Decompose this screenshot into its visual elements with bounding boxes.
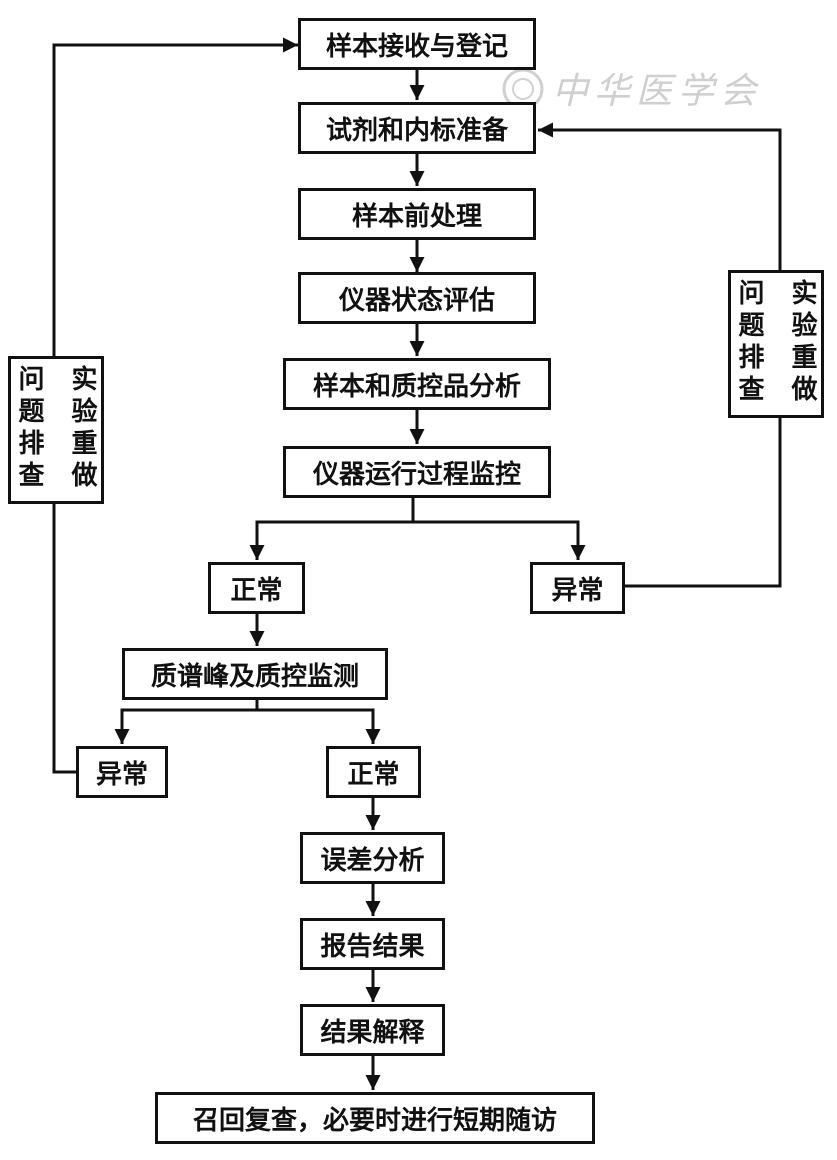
line-abnormal-left-loop xyxy=(52,502,76,774)
step-reagent: 试剂和内标准备 xyxy=(298,102,536,154)
state-abnormal-1: 异常 xyxy=(530,562,625,614)
watermark-text: 中华医学会 xyxy=(552,71,763,112)
step-run-monitor: 仪器运行过程监控 xyxy=(283,446,551,498)
loop-left-redo: 实验重做 xyxy=(67,365,97,493)
arrow-right-loop-reagent xyxy=(538,122,782,270)
arrow-msqc-abnormal xyxy=(114,698,259,744)
state-normal-1: 正常 xyxy=(208,562,305,614)
state-abnormal-2: 异常 xyxy=(76,746,168,798)
loop-right-redo: 实验重做 xyxy=(787,279,817,407)
loop-right-troubleshoot: 问题排查 xyxy=(734,279,764,407)
step-pretreat: 样本前处理 xyxy=(298,188,536,240)
line-abnormal-right-loop xyxy=(623,416,782,588)
step-sample-qc: 样本和质控品分析 xyxy=(283,358,551,410)
step-recall: 召回复查，必要时进行短期随访 xyxy=(155,1092,595,1144)
step-report: 报告结果 xyxy=(300,918,445,970)
step-error-analysis: 误差分析 xyxy=(300,832,445,884)
arrow-left-loop-receive xyxy=(52,37,298,356)
step-receive: 样本接收与登记 xyxy=(298,18,536,70)
step-instrument-eval: 仪器状态评估 xyxy=(298,272,536,324)
loop-left-label: 实验重做 问题排查 xyxy=(8,356,104,504)
arrow-msqc-normal xyxy=(257,708,381,744)
arrow-monitor-normal xyxy=(249,495,415,560)
loop-right-label: 实验重做 问题排查 xyxy=(728,270,824,418)
step-interpret: 结果解释 xyxy=(300,1004,445,1056)
arrow-monitor-abnormal xyxy=(413,520,586,560)
step-ms-qc: 质谱峰及质控监测 xyxy=(122,648,388,700)
loop-left-troubleshoot: 问题排查 xyxy=(14,365,44,493)
state-normal-2: 正常 xyxy=(326,746,421,798)
